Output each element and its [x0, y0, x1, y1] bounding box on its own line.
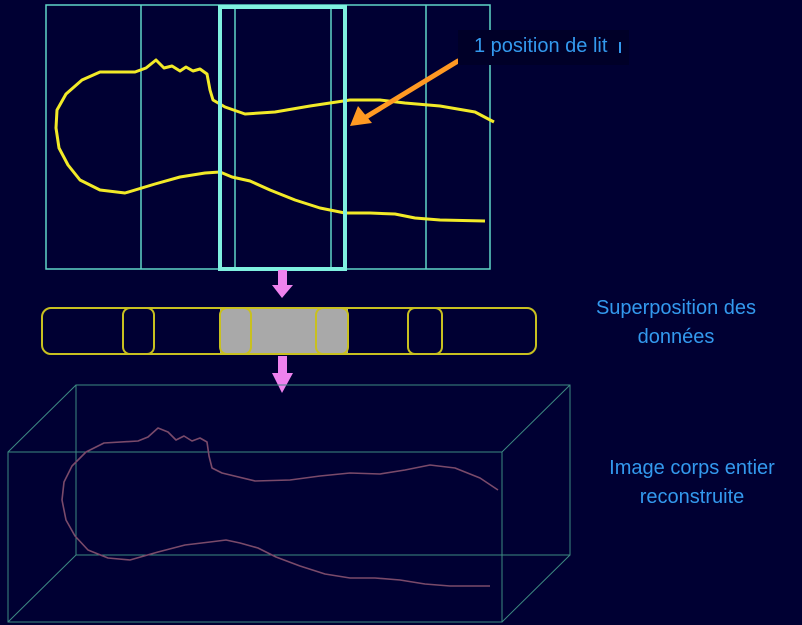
overlap-bar-outline — [41, 307, 537, 355]
whole-body-label-line1: Image corps entier — [609, 457, 775, 479]
patient-outline — [54, 58, 495, 223]
overlap-segment — [219, 307, 252, 355]
pointer-arrow — [350, 58, 461, 126]
label-tick — [619, 42, 622, 53]
overlap-label-line2: données — [637, 326, 715, 348]
reconstructed-volume — [7, 384, 571, 623]
overlap-segment — [407, 307, 443, 355]
single-bed-position-frame — [218, 5, 347, 271]
overlap-segment — [122, 307, 155, 355]
whole-body-label-line2: reconstruite — [639, 486, 745, 508]
flow-arrow-icon — [272, 356, 293, 393]
overlap-label-line1: Superposition des — [595, 297, 757, 319]
bed-positions-panel — [45, 4, 495, 271]
reconstructed-body-outline — [61, 427, 499, 587]
flow-arrow-icon — [272, 270, 293, 298]
scan-field-frame — [45, 4, 491, 270]
whole-body-label: Image corps entier reconstruite — [586, 454, 798, 512]
bed-position-label: 1 position de lit — [458, 30, 630, 65]
overlap-segment — [315, 307, 349, 355]
overlap-label: Superposition des données — [560, 294, 792, 352]
bed-position-text: 1 position de lit — [474, 35, 608, 57]
overlap-bar — [41, 307, 537, 355]
